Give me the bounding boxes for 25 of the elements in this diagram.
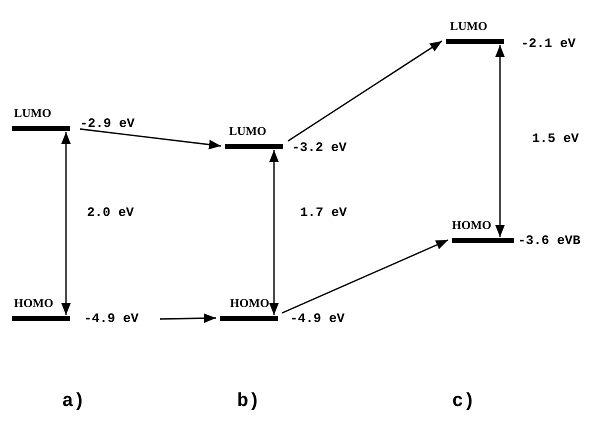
panel-label: b): [237, 390, 260, 412]
panel-label: a): [62, 390, 85, 412]
edge-label: 1.5 eV: [532, 131, 579, 146]
edge-label: 1.7 eV: [300, 205, 347, 220]
level-label: HOMO: [452, 218, 492, 232]
arrow: [80, 128, 222, 150]
level-label: LUMO: [14, 106, 52, 120]
edge-label: 2.0 eV: [87, 205, 134, 220]
energy-value: -2.9 eV: [80, 116, 135, 131]
energy-value: -3.6 eVB: [518, 233, 580, 248]
panel-label: c): [452, 390, 475, 412]
level-label: HOMO: [230, 296, 270, 310]
energy-value: -4.9 eV: [290, 311, 345, 326]
arrow: [282, 239, 448, 314]
level-label: LUMO: [450, 19, 488, 33]
arrow: [288, 40, 442, 142]
energy-value: -4.9 eV: [84, 311, 139, 326]
arrow: [160, 313, 216, 324]
level-label: LUMO: [229, 124, 266, 138]
double-arrow: [269, 150, 279, 315]
energy-value: -3.2 eV: [292, 140, 347, 155]
level-label: HOMO: [14, 296, 54, 310]
double-arrow: [61, 132, 71, 315]
energy-value: -2.1 eV: [521, 36, 576, 51]
double-arrow: [495, 45, 505, 237]
